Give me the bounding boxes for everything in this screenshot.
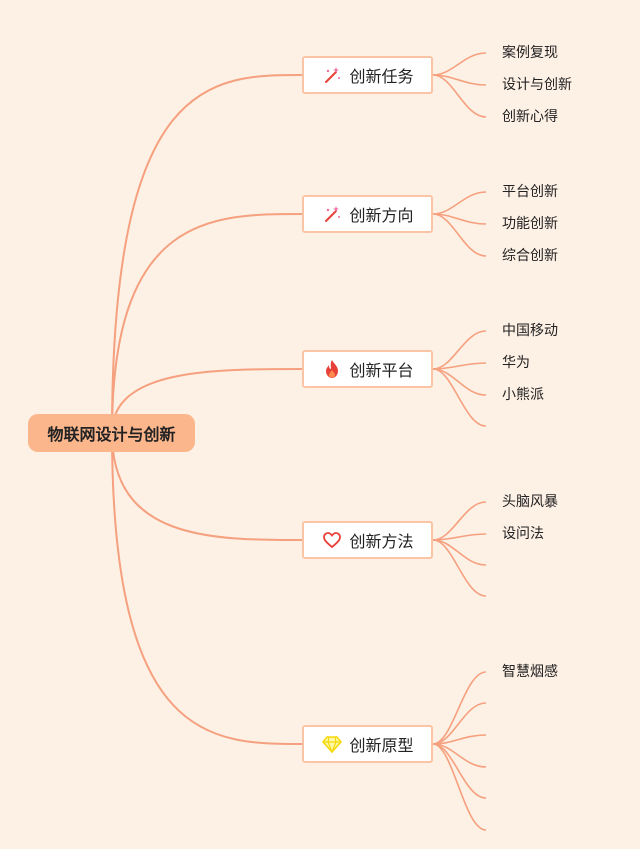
root-connector [111,74,303,434]
leaf-node[interactable]: 创新心得 [502,109,558,125]
branch-node[interactable]: 创新方向 [302,195,433,233]
branch-label: 创新方向 [349,206,414,225]
branch-node[interactable]: 创新原型 [302,725,433,763]
root-node[interactable]: 物联网设计与创新 [28,414,195,452]
branch-label: 创新平台 [349,361,414,380]
leaf-connector [432,501,487,541]
leaf-node[interactable]: 设计与创新 [502,77,572,93]
leaf-node[interactable]: 功能创新 [502,216,558,232]
magic-wand-icon [321,203,343,225]
root-connector [111,213,303,434]
root-connector [111,432,303,745]
leaf-connector [432,533,487,541]
leaf-connector [432,191,487,215]
leaf-connector [432,539,487,597]
leaf-connector [432,52,487,76]
branch-node[interactable]: 创新平台 [302,350,433,388]
branch-node[interactable]: 创新任务 [302,56,433,94]
branch-label: 创新原型 [349,736,414,755]
leaf-node[interactable]: 智慧烟感 [502,664,558,680]
leaf-connector [432,671,487,745]
leaf-node[interactable]: 头脑风暴 [502,494,558,510]
leaf-connector [432,74,487,118]
leaf-node[interactable]: 小熊派 [502,387,544,403]
heart-icon [321,529,343,551]
branch-node[interactable]: 创新方法 [302,521,433,559]
leaf-node[interactable]: 华为 [502,355,530,371]
root-connector [111,368,303,434]
leaf-node[interactable]: 设问法 [502,526,544,542]
leaf-connector [432,330,487,370]
magic-wand-icon [321,64,343,86]
root-connector [111,432,303,541]
leaf-node[interactable]: 平台创新 [502,184,558,200]
branch-label: 创新任务 [349,67,414,86]
leaf-node[interactable]: 中国移动 [502,323,558,339]
leaf-node[interactable]: 综合创新 [502,248,558,264]
leaf-connector [432,702,487,745]
branch-label: 创新方法 [349,532,414,551]
leaf-node[interactable]: 案例复现 [502,45,558,61]
leaf-connector [432,368,487,427]
leaf-connector [432,213,487,257]
root-label: 物联网设计与创新 [47,425,176,444]
diamond-icon [321,733,343,755]
flame-icon [321,358,343,380]
leaf-connector [432,743,487,831]
leaf-connector [432,362,487,370]
